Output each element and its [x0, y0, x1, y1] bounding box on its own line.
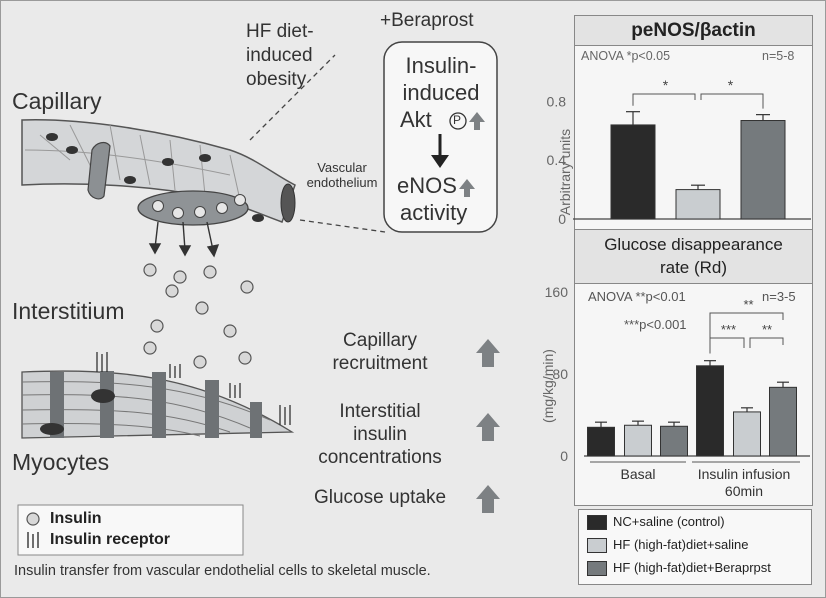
effect-label-2: Interstitial insulin concentrations: [318, 401, 442, 468]
legend-item-hf-saline: HF (high-fat)diet+saline: [579, 533, 811, 556]
rd-chart-panel: Glucose disappearance rate (Rd): [574, 229, 813, 506]
up-arrow-icon-3: [476, 485, 500, 513]
rd-bar: [624, 424, 652, 457]
legend-swatch-dark: [587, 515, 607, 531]
rd-sig-mark: ***: [721, 322, 736, 337]
legend-swatch-light: [587, 538, 607, 554]
effect-arrows: [476, 339, 500, 513]
rd-stats-text-2: ***p<0.001: [624, 317, 687, 332]
penos-y-tick-label: 0.4: [547, 152, 567, 168]
penos-sig-mark: *: [663, 77, 669, 93]
myocytes-label: Myocytes: [12, 449, 110, 475]
down-arrow-icon: [431, 155, 449, 168]
mechanism-line-1: Insulin-: [405, 53, 477, 78]
rd-y-tick-label: 0: [560, 448, 568, 464]
penos-stats-text: ANOVA *p<0.05: [581, 49, 671, 63]
rd-bar: [733, 411, 761, 457]
akt-up-arrow-icon: [469, 112, 485, 130]
legend-swatch-mid: [587, 561, 607, 577]
legend-receptor-label: Insulin receptor: [50, 531, 171, 548]
penos-sig-bracket: [632, 93, 696, 106]
enos-up-arrow-icon: [459, 179, 475, 197]
legend-insulin-label: Insulin: [50, 510, 102, 527]
mechanism-line-5: activity: [400, 200, 468, 225]
rd-y-tick-label: 160: [545, 284, 569, 300]
receptor-legend-icon: [27, 532, 39, 548]
interstitium-label: Interstitium: [12, 298, 125, 324]
insulin-legend-box: [17, 504, 244, 556]
rd-group-label-basal: Basal: [620, 466, 656, 482]
penos-y-tick-label: 0: [558, 211, 566, 227]
phospho-circle: [449, 112, 467, 130]
up-arrow-icon-1: [476, 339, 500, 367]
penos-sig-bracket: [700, 93, 764, 109]
penos-n-text: n=5-8: [762, 49, 795, 63]
dashed-line-top: [249, 54, 336, 141]
vascular-endothelium-label: Vascular endothelium: [306, 160, 378, 190]
legend-label-hf-beraprost: HF (high-fat)diet+Beraprpst: [613, 560, 771, 575]
mechanism-line-2: induced: [402, 80, 480, 105]
capillary-drawing: [21, 119, 296, 226]
series-legend: NC+saline (control) HF (high-fat)diet+sa…: [578, 509, 812, 585]
rd-y-tick-label: 80: [552, 366, 568, 382]
transfer-arrows: [148, 221, 220, 258]
penos-bar: [610, 124, 656, 220]
myocyte-drawing: [21, 352, 295, 439]
effect-label-1: Capillary recruitment: [332, 330, 428, 374]
penos-y-tick-label: 0.8: [547, 93, 567, 109]
penos-sig-mark: *: [728, 77, 734, 93]
rd-sig-bracket: [709, 337, 745, 354]
rd-n-text: n=3-5: [762, 289, 796, 304]
effect-label-3: Glucose uptake: [313, 487, 447, 508]
rd-bar: [660, 425, 688, 457]
beraprost-label: +Beraprost: [380, 10, 474, 31]
rd-sig-bracket: [709, 312, 784, 354]
phospho-symbol: P: [453, 113, 462, 127]
caption: Insulin transfer from vascular endotheli…: [14, 563, 431, 579]
rd-stats-text-1: ANOVA **p<0.01: [588, 289, 686, 304]
capillary-label: Capillary: [12, 88, 102, 114]
rd-sig-mark: **: [762, 322, 772, 337]
rd-bar: [769, 386, 797, 457]
rd-bar: [696, 365, 724, 457]
insulin-particles: [143, 263, 254, 369]
legend-label-control: NC+saline (control): [613, 514, 725, 529]
rd-group-label-insulin: Insulin infusion 60min: [697, 466, 791, 499]
penos-chart-title: peNOS/βactin: [575, 16, 812, 46]
mechanism-line-4: eNOS: [397, 173, 457, 198]
insulin-legend-icon: [26, 512, 40, 526]
rd-chart-title: Glucose disappearance rate (Rd): [575, 230, 812, 284]
legend-item-control: NC+saline (control): [579, 510, 811, 533]
hf-diet-label: HF diet- induced obesity: [246, 21, 314, 90]
rd-bar: [587, 426, 615, 457]
up-arrow-icon-2: [476, 413, 500, 441]
mechanism-line-3: Akt: [400, 107, 432, 132]
rd-sig-mark: **: [743, 297, 753, 312]
legend-item-hf-beraprost: HF (high-fat)diet+Beraprpst: [579, 556, 811, 579]
rd-sig-bracket: [749, 337, 784, 348]
legend-label-hf-saline: HF (high-fat)diet+saline: [613, 537, 749, 552]
